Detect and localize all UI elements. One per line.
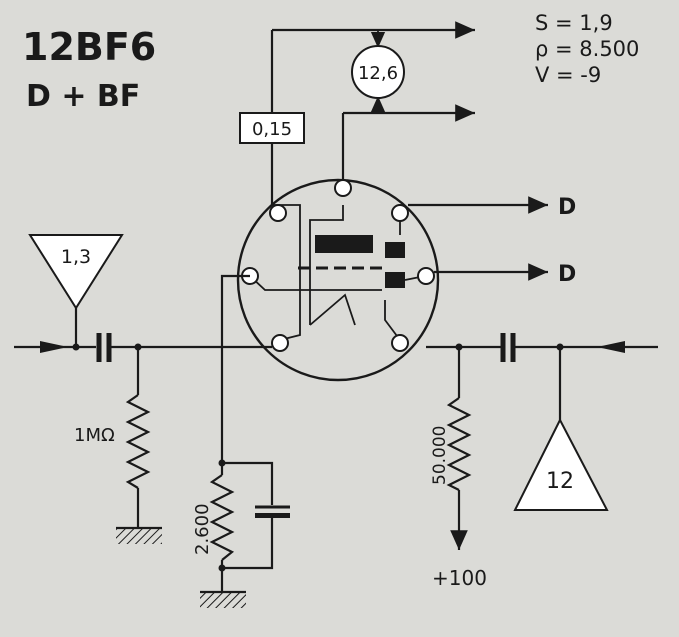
input-gain-label: 1,3 — [61, 246, 91, 268]
plate-load — [446, 347, 472, 550]
heater-filament — [309, 293, 356, 326]
param-rho: ρ = 8.500 — [535, 37, 639, 61]
param-s: S = 1,9 — [535, 11, 613, 35]
output-gain-label: 12 — [546, 469, 574, 494]
supply-voltage-label: +100 — [432, 566, 487, 590]
diode-plate — [315, 235, 373, 253]
plate-resistor-label: 50.000 — [430, 426, 450, 485]
tube-envelope — [236, 178, 440, 382]
output-arrow — [597, 341, 625, 353]
heater-current-label: 0,15 — [252, 119, 292, 140]
diode-output-2-label: D — [558, 262, 576, 287]
ground-1 — [116, 528, 162, 544]
ground-2 — [200, 592, 246, 608]
grid-resistor — [116, 347, 162, 544]
diode-plate-2 — [385, 242, 405, 258]
tube-function-label: D + BF — [26, 79, 140, 114]
diode-output-1-label: D — [558, 195, 576, 220]
output-gain-triangle — [513, 417, 609, 511]
param-v: V = -9 — [535, 63, 601, 87]
cathode-network — [200, 274, 290, 608]
triode-plate-block — [385, 272, 405, 288]
grid-resistor-label: 1MΩ — [74, 425, 115, 446]
heater-voltage-circle — [351, 45, 405, 99]
cathode-resistor-label: 2.600 — [192, 503, 213, 555]
input-arrow — [40, 341, 68, 353]
heater-circuit: 12,6 0,15 — [239, 21, 475, 205]
heater-voltage-label: 12,6 — [358, 63, 398, 84]
heater-current-box — [239, 112, 305, 144]
tube-type-title: 12BF6 — [22, 25, 156, 69]
input-gain-triangle — [28, 234, 124, 310]
